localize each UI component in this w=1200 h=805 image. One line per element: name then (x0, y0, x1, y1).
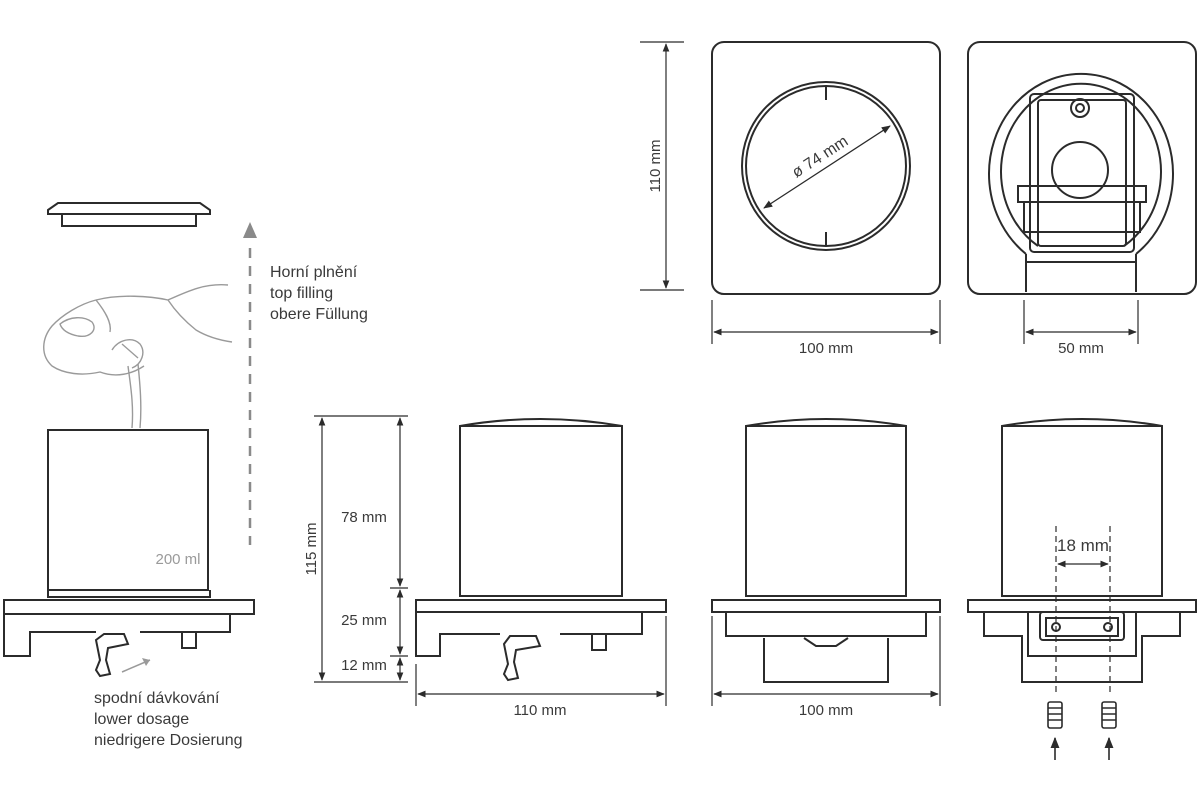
dim-side-width: 110 mm (513, 702, 566, 719)
pouring-hand-illustration (43, 284, 233, 429)
lid-drawing (47, 202, 211, 227)
lower-dosage-de: niedrigere Dosierung (94, 732, 243, 749)
top-filling-de: obere Füllung (270, 306, 368, 323)
lower-dosage-en: lower dosage (94, 711, 190, 728)
top-filling-label: Horní plnění top filling obere Füllung (270, 262, 368, 325)
dim-bracket-width: 50 mm (1058, 340, 1104, 357)
dim-container-height: 78 mm (341, 509, 387, 526)
wall-screws (1047, 701, 1117, 760)
volume-label: 200 ml (155, 551, 200, 568)
dim-lever-height: 12 mm (341, 657, 387, 674)
diameter-dimension (763, 125, 891, 209)
dim-total-height: 115 mm (303, 522, 320, 575)
dimension-lines (314, 41, 1139, 706)
dispenser-back-view (967, 418, 1197, 683)
lower-dosage-arrow (121, 658, 151, 673)
dispenser-front-view (711, 418, 941, 683)
plate-front-view (711, 41, 941, 295)
lower-dosage-label: spodní dávkování lower dosage niedrigere… (94, 688, 243, 751)
dim-plate-height: 110 mm (647, 139, 664, 192)
dispenser-side-view (415, 418, 667, 682)
top-filling-cz: Horní plnění (270, 264, 358, 281)
dispenser-left (3, 429, 255, 678)
dim-front-width: 100 mm (799, 702, 853, 719)
dim-plate-width: 100 mm (799, 340, 853, 357)
plate-bracket-view (967, 41, 1197, 295)
dim-screw-spacing: 18 mm (1057, 536, 1109, 555)
dim-base-height: 25 mm (341, 612, 387, 629)
top-filling-en: top filling (270, 285, 334, 302)
top-filling-arrow (243, 222, 257, 545)
lower-dosage-cz: spodní dávkování (94, 690, 220, 707)
